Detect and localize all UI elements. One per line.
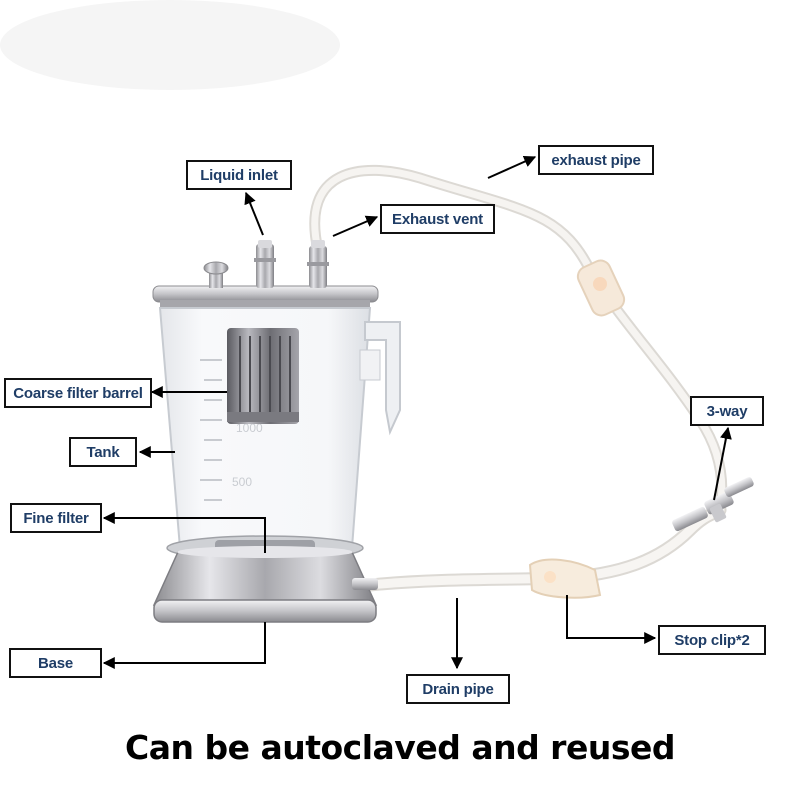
arrow-base <box>102 622 266 669</box>
stop-clip-label: Stop clip*2 <box>658 625 766 655</box>
drain-pipe-label: Drain pipe <box>406 674 510 704</box>
drain-pipe-tube <box>363 503 727 592</box>
tank-label: Tank <box>69 437 137 467</box>
coarse-filter-barrel <box>227 328 299 424</box>
base-label: Base <box>9 648 102 678</box>
caption: Can be autoclaved and reused <box>125 728 675 767</box>
upper-stop-clip <box>576 259 626 317</box>
tank-scale-500: 500 <box>232 475 252 489</box>
callout-arrows <box>102 155 732 670</box>
background-blur <box>0 0 340 90</box>
tank-scale-1000: 1000 <box>236 421 263 435</box>
tank-lid <box>152 240 379 308</box>
arrow-exhaust-pipe <box>487 155 537 179</box>
lower-stop-clip <box>528 558 602 599</box>
arrow-liquid-inlet <box>244 191 264 236</box>
arrow-fine-filter <box>102 512 266 553</box>
three-way-label: 3-way <box>690 396 764 426</box>
exhaust-pipe-tube <box>309 164 728 516</box>
exhaust-vent-label: Exhaust vent <box>380 204 495 234</box>
fine-filter-label: Fine filter <box>10 503 102 533</box>
arrow-three-way <box>713 426 732 501</box>
three-way-connector <box>672 477 754 532</box>
tank-scale-ticks <box>200 359 222 501</box>
coarse-filter-barrel-label: Coarse filter barrel <box>4 378 152 408</box>
arrow-exhaust-vent <box>332 215 379 237</box>
tank-base <box>152 546 378 623</box>
exhaust-pipe-label: exhaust pipe <box>538 145 654 175</box>
liquid-inlet-label: Liquid inlet <box>186 160 292 190</box>
arrow-stop-clip <box>566 595 657 644</box>
